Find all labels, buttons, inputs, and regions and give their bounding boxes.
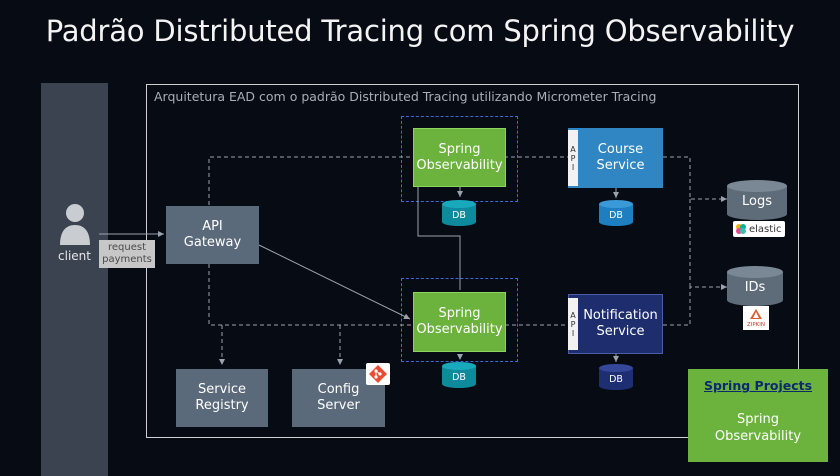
api-letter: P (570, 153, 576, 163)
spring-top-line2: Observability (416, 157, 503, 173)
logs-store: Logs (727, 180, 787, 220)
api-letter: I (571, 162, 575, 172)
slide-title: Padrão Distributed Tracing com Spring Ob… (45, 14, 795, 48)
api-letter: I (571, 328, 575, 338)
zipkin-badge: ZIPKIN (743, 306, 769, 330)
request-label-line2: payments (102, 254, 152, 265)
db-spring-bottom: DB (442, 362, 476, 388)
db-course: DB (599, 200, 633, 226)
db-label: DB (452, 210, 466, 221)
elastic-badge: elastic (733, 221, 785, 237)
spring-bottom-line1: Spring (438, 306, 481, 321)
db-label: DB (609, 210, 623, 221)
request-payments-label: request payments (99, 240, 155, 268)
course-line2: Service (596, 158, 645, 173)
notification-line1: Notification (583, 308, 658, 323)
client-label: client (58, 249, 91, 263)
notification-to-ids-path (663, 284, 727, 326)
config-line1: Config (317, 382, 360, 397)
db-label: DB (609, 374, 623, 385)
zipkin-label: ZIPKIN (746, 322, 766, 328)
user-icon (60, 204, 90, 245)
logs-label: Logs (742, 194, 772, 209)
api-gateway-line2: Gateway (183, 235, 242, 250)
config-line2: Server (317, 398, 360, 413)
architecture-label: Arquitetura EAD com o padrão Distributed… (154, 89, 657, 104)
spring-projects-title[interactable]: Spring Projects (703, 378, 813, 393)
ids-label: IDs (745, 280, 766, 295)
api-gateway-line1: API (202, 219, 223, 234)
top-tracing-path (208, 156, 568, 205)
course-to-logs-path (663, 156, 727, 202)
db-notification: DB (599, 364, 633, 390)
api-letter: A (570, 144, 576, 154)
notification-line2: Service (596, 324, 645, 339)
spring-bottom-line2: Observability (416, 322, 503, 337)
notification-api-strip: A P I (568, 298, 578, 350)
client-column (41, 83, 108, 476)
elastic-icon (736, 224, 746, 234)
spring-projects-panel: Spring Projects Spring Observability (688, 369, 828, 462)
spring-projects-line1: Spring (737, 412, 779, 427)
git-icon (366, 363, 390, 385)
registry-line2: Registry (195, 398, 249, 413)
spring-link-connector (417, 187, 461, 290)
api-letter: A (570, 310, 576, 320)
spring-projects-line2: Observability (714, 429, 802, 444)
db-spring-top: DB (442, 200, 476, 226)
bottom-tracing-path (208, 264, 568, 326)
registry-line1: Service (197, 382, 247, 397)
request-label-line1: request (107, 242, 146, 253)
db-label: DB (452, 372, 466, 383)
spring-top-line1: Spring (438, 141, 481, 157)
api-letter: P (570, 319, 576, 329)
elastic-label: elastic (749, 223, 782, 235)
course-line1: Course (597, 142, 644, 157)
zipkin-icon (750, 309, 762, 319)
ids-store: IDs (727, 266, 783, 306)
course-api-strip: A P I (568, 130, 578, 186)
gateway-to-spring-connector (258, 244, 411, 320)
